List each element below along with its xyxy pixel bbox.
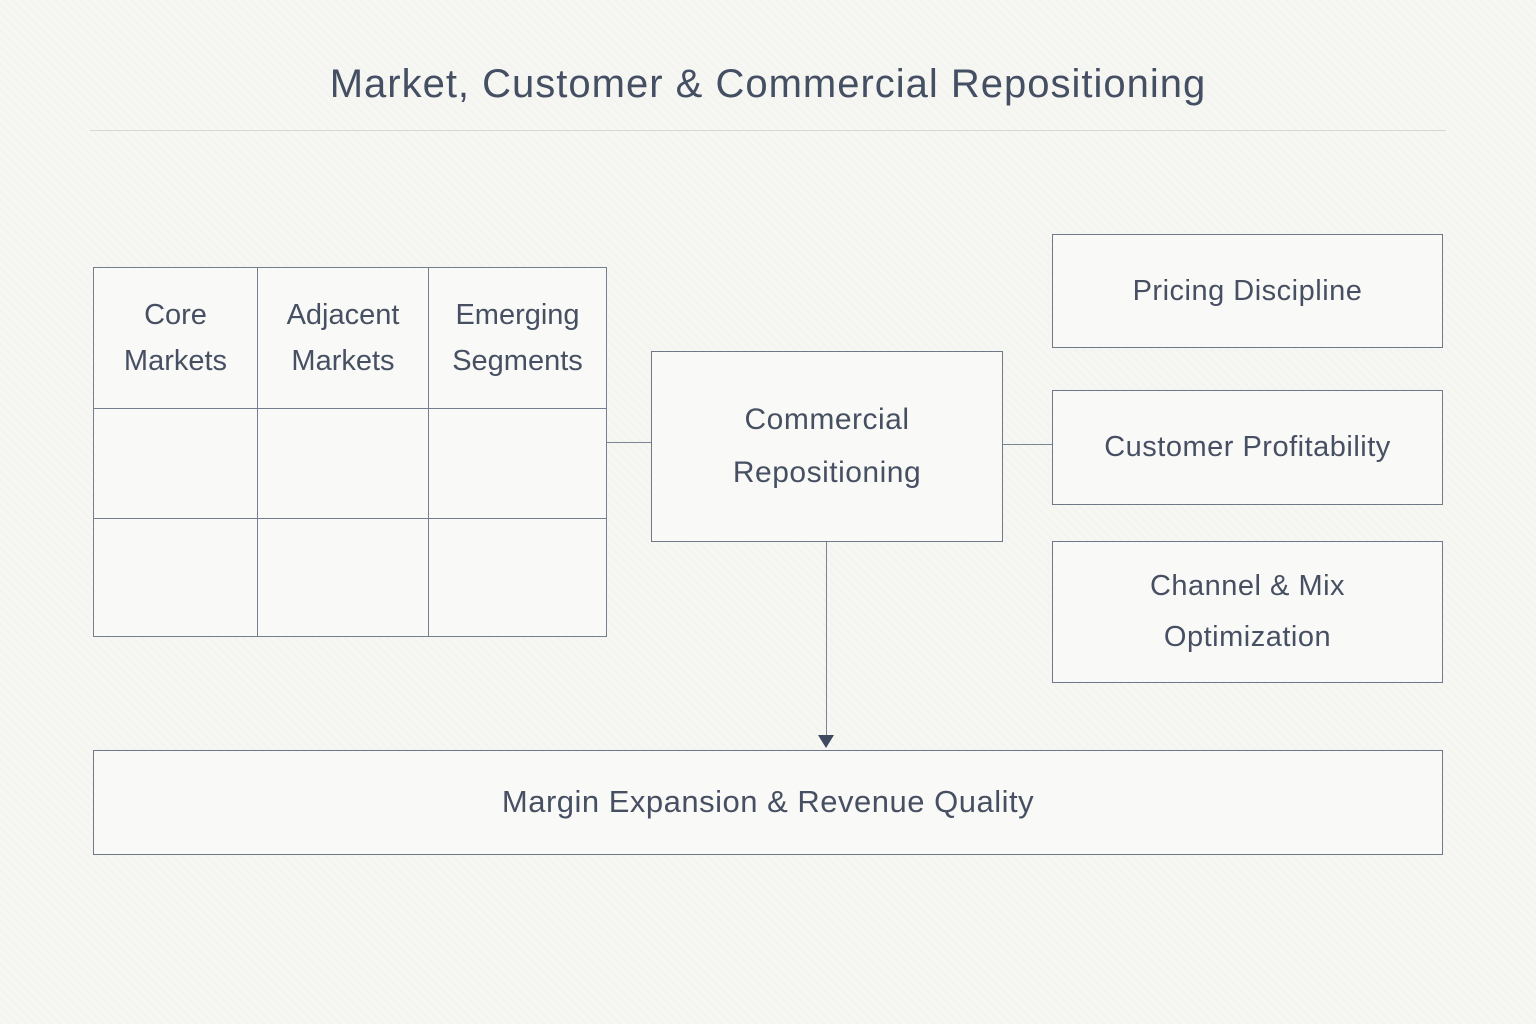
matrix-empty-cell	[94, 409, 258, 519]
connector-commercial-to-customer-profitability	[1003, 444, 1052, 445]
matrix-header-core-markets: Core Markets	[94, 268, 258, 409]
arrow-down-icon	[818, 735, 834, 748]
margin-expansion-box: Margin Expansion & Revenue Quality	[93, 750, 1443, 855]
diagram-title: Market, Customer & Commercial Reposition…	[329, 62, 1207, 106]
pricing-discipline-label: Pricing Discipline	[1132, 274, 1363, 307]
customer-profitability-box: Customer Profitability	[1052, 390, 1443, 505]
matrix-empty-cell	[258, 409, 429, 519]
pricing-discipline-box: Pricing Discipline	[1052, 234, 1443, 348]
matrix-empty-cell	[429, 409, 606, 519]
margin-expansion-label: Margin Expansion & Revenue Quality	[501, 784, 1035, 820]
commercial-repositioning-label: Commercial Repositioning	[732, 403, 922, 489]
title-divider	[90, 130, 1446, 131]
matrix-header-emerging-segments: Emerging Segments	[429, 268, 606, 409]
commercial-repositioning-box: Commercial Repositioning	[651, 351, 1003, 542]
customer-profitability-label: Customer Profitability	[1104, 431, 1391, 464]
matrix-empty-cell	[429, 519, 606, 636]
connector-matrix-to-commercial	[607, 442, 651, 443]
matrix-empty-cell	[258, 519, 429, 636]
arrow-commercial-to-margin-stem	[826, 542, 827, 736]
market-matrix: Core Markets Adjacent Markets Emerging S…	[93, 267, 607, 637]
channel-mix-optimization-label: Channel & Mix Optimization	[1149, 570, 1346, 653]
matrix-empty-cell	[94, 519, 258, 636]
matrix-header-adjacent-markets: Adjacent Markets	[258, 268, 429, 409]
channel-mix-optimization-box: Channel & Mix Optimization	[1052, 541, 1443, 683]
